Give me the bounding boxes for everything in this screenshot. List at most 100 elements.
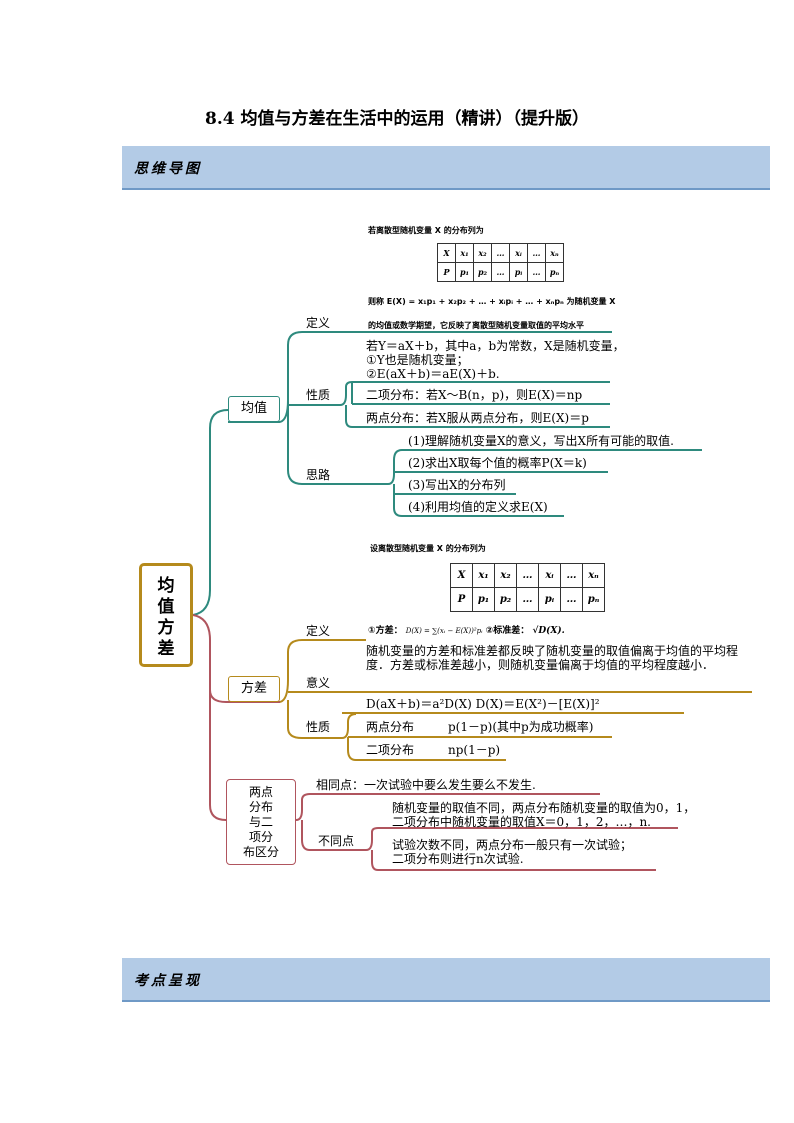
prop-branch-line — [339, 381, 610, 406]
root-line-1: 均 — [157, 576, 175, 596]
variance-def-formula: ①方差： D(X) = ∑(xᵢ − E(X))²pᵢ ②标准差： √D(X). — [368, 624, 565, 638]
table-cell: xₙ — [582, 563, 605, 588]
compare-same: 相同点：一次试验中要么发生要么不发生. — [316, 778, 536, 792]
mean-prop-label: 性质 — [306, 388, 331, 402]
page-title: 8.4 均值与方差在生活中的运用（精讲）（提升版） — [205, 109, 589, 129]
mean-node: 均值 — [228, 396, 280, 422]
compare-diff-2b: 二项分布则进行n次试验. — [392, 852, 524, 866]
mean-to-idea-line — [287, 400, 303, 485]
table-cell: P — [437, 262, 456, 282]
root-to-compare-line — [209, 690, 227, 821]
mean-prop-twopoint: 两点分布：若X服从两点分布，则E(X)＝p — [366, 411, 589, 425]
mean-idea-label: 思路 — [306, 468, 331, 482]
table-row: P p₁ p₂ … pᵢ … pₙ — [450, 587, 605, 612]
variance-distribution-table: X x₁ x₂ … xᵢ … xₙ P p₁ p₂ … pᵢ … pₙ — [450, 563, 605, 612]
root-line-3: 方 — [157, 618, 175, 638]
compare-same-line — [295, 793, 600, 821]
mean-def-intro: 若离散型随机变量 X 的分布列为 — [368, 226, 484, 235]
table-cell: … — [527, 262, 546, 282]
table-cell: P — [450, 587, 473, 612]
table-cell: xᵢ — [538, 563, 561, 588]
compare-diff-1b: 二项分布中随机变量的取值X＝0，1，2，…，n. — [392, 815, 651, 829]
root-to-variance-line — [192, 614, 227, 703]
table-cell: pᵢ — [538, 587, 561, 612]
mean-idea-1: (1)理解随机变量X的意义，写出X所有可能的取值. — [408, 434, 674, 448]
table-cell: … — [516, 587, 539, 612]
variance-def-intro: 设离散型随机变量 X 的分布列为 — [370, 544, 486, 553]
variance-meaning: 随机变量的方差和标准差都反映了随机变量的取值偏离于均值的平均程度．方差或标准差越… — [366, 644, 739, 672]
compare-diff-line — [301, 820, 366, 851]
variance-meaning-label: 意义 — [306, 676, 331, 690]
mean-prop-3: ②E(aX＋b)＝aE(X)＋b. — [366, 367, 500, 381]
mean-idea-2: (2)求出X取每个值的概率P(X＝k) — [408, 456, 587, 470]
table-cell: x₁ — [472, 563, 495, 588]
root-to-mean-line — [192, 409, 229, 616]
table-cell: p₂ — [473, 262, 492, 282]
root-line-2: 值 — [157, 597, 175, 617]
variance-def-formula-b: D(X) = ∑(xᵢ − E(X))²pᵢ — [405, 627, 483, 635]
table-cell: p₁ — [455, 262, 474, 282]
compare-line-1: 两点 — [248, 785, 273, 799]
variance-binomial-label: 二项分布 — [366, 743, 415, 757]
table-row: X x₁ x₂ … xᵢ … xₙ — [437, 243, 564, 263]
mindmap-banner-label: 思维导图 — [134, 161, 202, 177]
table-cell: … — [560, 587, 583, 612]
variance-binomial-underline — [347, 737, 506, 761]
idea-branch-line — [387, 449, 702, 485]
table-cell: X — [437, 243, 456, 263]
variance-def-formula-a: ①方差： — [368, 626, 403, 636]
compare-diff-branch — [365, 827, 678, 851]
mean-prop-1: 若Y＝aX＋b，其中a，b为常数，X是随机变量， — [366, 339, 625, 353]
variance-prop-branch — [341, 713, 357, 739]
kaodian-banner-label: 考点呈现 — [134, 973, 202, 989]
compare-line-5: 布区分 — [242, 845, 279, 859]
kaodian-banner: 考点呈现 — [122, 958, 770, 1002]
table-cell: p₁ — [472, 587, 495, 612]
root-line-4: 差 — [157, 639, 175, 659]
compare-diff2-underline — [371, 850, 656, 871]
mean-to-def-line — [279, 331, 303, 423]
table-cell: … — [491, 243, 510, 263]
compare-line-2: 分布 — [248, 800, 273, 814]
table-cell: xₙ — [545, 243, 564, 263]
table-cell: … — [491, 262, 510, 282]
table-cell: X — [450, 563, 473, 588]
mean-prop-binomial: 二项分布：若X～B(n，p)，则E(X)＝np — [366, 388, 583, 402]
mindmap-banner: 思维导图 — [122, 146, 770, 190]
table-cell: p₂ — [494, 587, 517, 612]
variance-def-formula-d: √D(X). — [532, 626, 565, 636]
mean-prop-2: ①Y也是随机变量； — [366, 353, 469, 367]
compare-line-4: 项分 — [248, 830, 273, 844]
table-cell: x₂ — [473, 243, 492, 263]
table-cell: … — [516, 563, 539, 588]
table-cell: xᵢ — [509, 243, 528, 263]
compare-line-3: 与二 — [248, 815, 273, 829]
mean-distribution-table: X x₁ x₂ … xᵢ … xₙ P p₁ p₂ … pᵢ … pₙ — [437, 243, 564, 282]
compare-diff-2a: 试验次数不同，两点分布一般只有一次试验； — [392, 838, 633, 852]
mean-def-label: 定义 — [306, 316, 331, 330]
variance-twopoint-value: p(1－p)(其中p为成功概率) — [448, 720, 594, 734]
prop-branch-line-2 — [345, 405, 610, 428]
variance-node: 方差 — [228, 676, 280, 702]
variance-prop-label: 性质 — [306, 720, 331, 734]
mean-def-meaning: 的均值或数学期望，它反映了离散型随机变量取值的平均水平 — [368, 321, 584, 330]
variance-to-prop-line — [287, 700, 342, 739]
table-row: X x₁ x₂ … xᵢ … xₙ — [450, 563, 605, 588]
table-cell: pₙ — [545, 262, 564, 282]
variance-prop-formula: D(aX＋b)＝a²D(X) D(X)＝E(X²)－[E(X)]² — [366, 697, 600, 711]
variance-twopoint-label: 两点分布 — [366, 720, 415, 734]
variance-binomial-value: np(1－p) — [448, 743, 501, 757]
mean-idea-4: (4)利用均值的定义求E(X) — [408, 500, 548, 514]
mean-idea-3: (3)写出X的分布列 — [408, 478, 506, 492]
table-cell: pᵢ — [509, 262, 528, 282]
variance-def-label: 定义 — [306, 624, 331, 638]
variance-to-def-line — [279, 639, 366, 703]
mean-def-formula: 则称 E(X) = x₁p₁ + x₂p₂ + … + xᵢpᵢ + … + x… — [368, 297, 616, 306]
compare-node: 两点 分布 与二 项分 布区分 — [226, 779, 296, 865]
table-cell: x₁ — [455, 243, 474, 263]
table-cell: … — [527, 243, 546, 263]
compare-diff-label: 不同点 — [318, 834, 355, 848]
table-cell: … — [560, 563, 583, 588]
table-cell: x₂ — [494, 563, 517, 588]
